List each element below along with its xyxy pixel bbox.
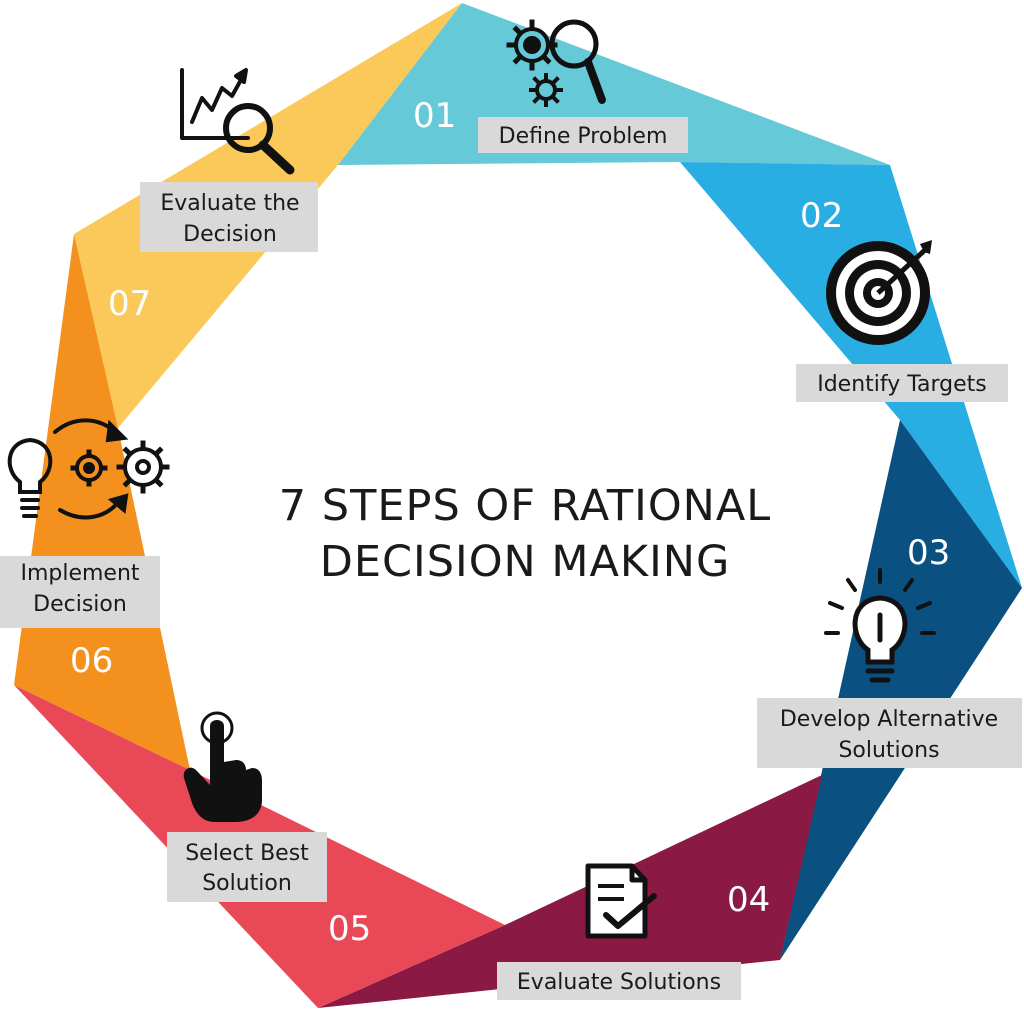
step-label-06: Implement Decision [0,556,160,628]
step-number-06: 06 [70,641,113,681]
step-number-01: 01 [413,96,456,136]
step-label-01: Define Problem [478,117,688,153]
step-number-03: 03 [907,533,950,573]
step-label-07-line-1: Evaluate the [160,191,299,216]
target-arrow-icon [826,240,932,345]
diagram-title-line-2: DECISION MAKING [320,537,731,587]
lightbulb-gears-icon [7,418,170,520]
segment-step-03 [780,420,1022,960]
step-label-03-line-1: Develop Alternative [780,707,998,732]
segment-step-01 [338,3,890,165]
step-label-07: Evaluate the Decision [140,182,318,252]
step-label-04: Evaluate Solutions [497,962,741,1000]
step-number-07: 07 [108,284,151,324]
step-label-02: Identify Targets [796,364,1008,402]
chart-magnifier-icon [180,68,295,175]
step-label-01-line-1: Define Problem [499,124,668,149]
step-label-05-line-2: Solution [202,871,292,896]
step-label-04-line-1: Evaluate Solutions [517,970,721,995]
step-label-06-line-2: Decision [33,592,127,617]
lightbulb-icon [824,568,936,683]
step-label-07-line-2: Decision [183,222,277,247]
segment-step-06 [14,234,190,770]
step-label-03-line-2: Solutions [838,738,939,763]
diagram-title-line-1: 7 STEPS OF RATIONAL [279,481,771,531]
step-label-06-line-1: Implement [20,561,139,586]
step-label-05: Select Best Solution [167,832,327,902]
pointing-hand-icon [183,711,262,822]
step-number-04: 04 [727,880,770,920]
gears-magnifier-icon [506,19,606,107]
step-label-05-line-1: Select Best [185,841,309,866]
step-number-02: 02 [800,196,843,236]
step-label-03: Develop Alternative Solutions [757,698,1022,768]
document-check-icon [585,863,657,939]
step-label-02-line-1: Identify Targets [817,372,987,397]
step-number-05: 05 [328,909,371,949]
segment-step-04 [318,775,822,1008]
